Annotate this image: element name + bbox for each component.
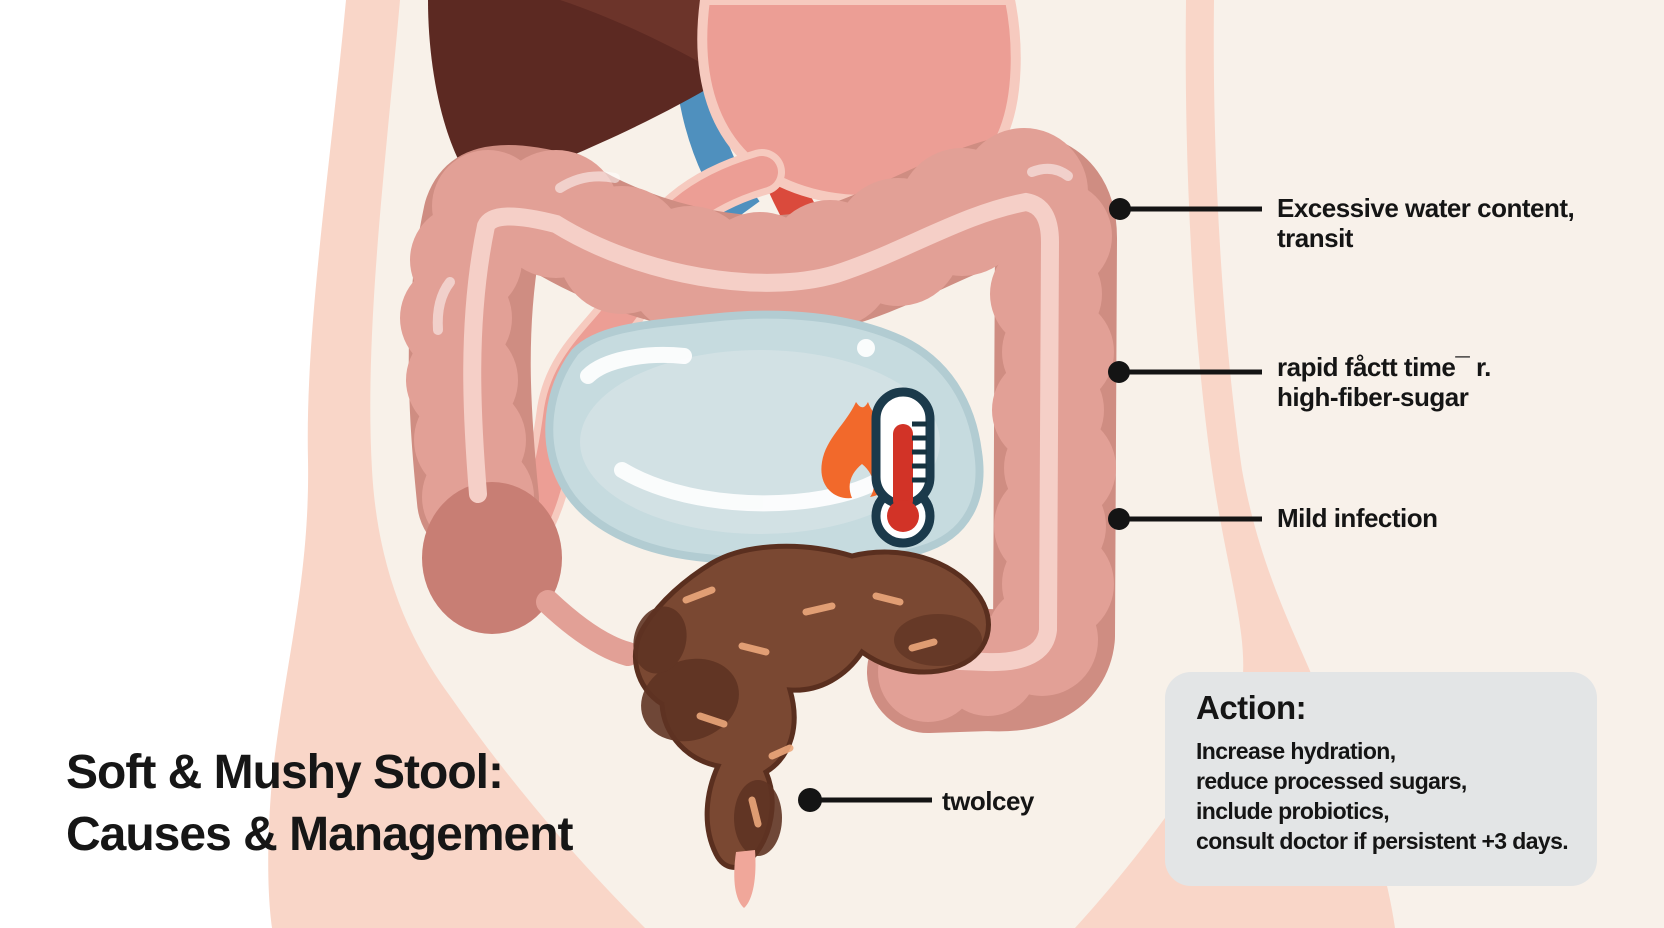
callout-text: Mild infection — [1277, 503, 1438, 533]
page-title: Soft & Mushy Stool: Causes & Management — [66, 742, 573, 866]
callout-text: twolcey — [942, 786, 1034, 816]
callout-connectors — [810, 206, 1262, 803]
action-heading: Action: — [1196, 689, 1307, 726]
callout-label-stool: twolcey — [942, 786, 1034, 816]
action-line-3: include probiotics, — [1196, 798, 1390, 824]
rectum-tail — [734, 850, 756, 908]
callout-text: rapid fåctt time¯ r. — [1277, 352, 1491, 382]
water-glint — [857, 339, 875, 357]
callout-dots — [798, 198, 1131, 812]
callout-text: transit — [1277, 223, 1353, 253]
page-title-line-2: Causes & Management — [66, 808, 573, 861]
callout-text: high-fiber-sugar — [1277, 382, 1469, 412]
action-box: Action: Increase hydration, reduce proce… — [1165, 672, 1597, 886]
colon-lumen — [463, 192, 1060, 672]
stool-speckles — [682, 586, 938, 828]
callout-text: Excessive water content, — [1277, 193, 1575, 223]
thermometer-icon — [871, 387, 935, 548]
action-line-1: Increase hydration, — [1196, 738, 1396, 764]
callout-label-mild-infection: Mild infection — [1277, 503, 1438, 533]
callout-label-rapid-transit: rapid fåctt time¯ r. high-fiber-sugar — [1277, 352, 1491, 412]
action-line-4: consult doctor if persistent +3 days. — [1196, 828, 1569, 854]
ileum-tube — [536, 590, 640, 666]
callout-label-excessive-water: Excessive water content, transit — [1277, 193, 1575, 253]
callout-dot-1 — [1109, 198, 1131, 220]
colon-shine — [432, 163, 1073, 335]
action-lines: Increase hydration, reduce processed sug… — [1196, 736, 1597, 856]
callout-dot-3 — [1108, 508, 1130, 530]
cecum — [422, 482, 562, 634]
callout-dot-4 — [798, 788, 822, 812]
action-line-2: reduce processed sugars, — [1196, 768, 1467, 794]
callout-dot-2 — [1108, 361, 1130, 383]
page-title-line-1: Soft & Mushy Stool: — [66, 746, 504, 799]
